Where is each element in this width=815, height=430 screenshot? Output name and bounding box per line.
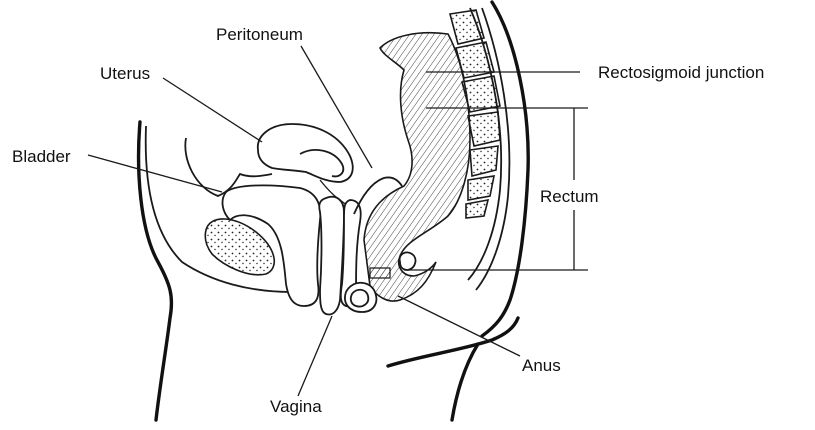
label-rectosigmoid-junction: Rectosigmoid junction [598, 63, 764, 82]
label-uterus: Uterus [100, 64, 150, 83]
anterior-abdominal-wall [139, 122, 172, 420]
label-rectum: Rectum [540, 187, 599, 206]
label-anus: Anus [522, 356, 561, 375]
label-peritoneum: Peritoneum [216, 25, 303, 44]
pubic-bone [205, 219, 274, 275]
anal-canal-loop [400, 252, 416, 270]
leader-vagina [298, 316, 332, 396]
leader-anus [398, 296, 520, 356]
label-vagina: Vagina [270, 397, 322, 416]
label-bladder: Bladder [12, 147, 71, 166]
thigh-posterior-outline [452, 344, 478, 420]
rectum-sigmoid [364, 33, 470, 301]
anal-sphincter [370, 268, 390, 278]
buttock-outline [388, 318, 518, 366]
leader-uterus [163, 78, 262, 142]
vaginal-introitus-inner [351, 290, 369, 307]
leader-bladder [88, 155, 222, 192]
